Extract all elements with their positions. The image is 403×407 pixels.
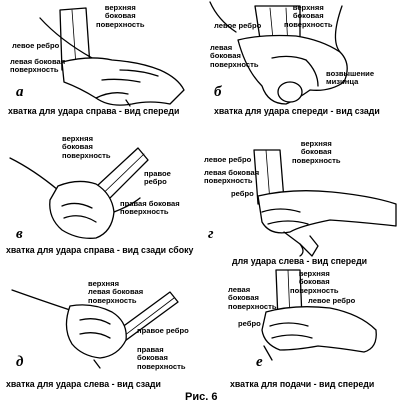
drawing-b	[209, 1, 348, 105]
panel-letter-e: д	[16, 354, 24, 370]
label-c-top-side: верхняя боковая поверхность	[62, 134, 111, 160]
label-d-edge: ребро	[231, 189, 254, 198]
label-e-right-edge: правое ребро	[137, 326, 189, 335]
caption-e: хватка для удара слева - вид сзади	[6, 379, 161, 389]
caption-f: хватка для подачи - вид спереди	[230, 379, 375, 389]
label-d-left-edge: левое ребро	[204, 155, 252, 164]
label-a-top-side: верхняя боковая поверхность	[96, 3, 145, 29]
label-e-right-side: правая боковая поверхность	[137, 345, 186, 371]
caption-d: для удара слева - вид спереди	[232, 256, 368, 266]
panel-letter-b: б	[214, 84, 222, 100]
drawing-a	[39, 7, 185, 107]
caption-c: хватка для удара справа - вид сзади сбок…	[6, 245, 194, 255]
label-d-top-side: верхняя боковая поверхность	[292, 139, 341, 165]
caption-a: хватка для удара справа - вид спереди	[8, 106, 180, 116]
panel-letter-c: в	[16, 226, 23, 242]
drawing-f	[261, 269, 377, 361]
label-c-right-side: правая боковая поверхность	[120, 199, 180, 217]
panel-letter-a: а	[16, 84, 24, 100]
label-e-top-side: верхняя левая боковая поверхность	[88, 279, 144, 305]
label-b-pinky-mound: возвышение мизинца	[326, 69, 375, 87]
panel-letter-d: г	[208, 226, 214, 242]
drawing-c	[9, 147, 149, 239]
panel-letter-f: е	[256, 354, 263, 370]
drawing-d	[253, 149, 397, 257]
label-c-right-edge: правое ребро	[144, 169, 171, 187]
label-b-left-edge: левое ребро	[214, 21, 262, 30]
drawing-e	[11, 289, 179, 369]
label-a-left-edge: левое ребро	[12, 41, 60, 50]
label-a-left-side: левая боковая поверхность	[10, 57, 66, 75]
label-f-top-side: верхняя боковая поверхность	[290, 269, 339, 295]
label-f-left-edge: левое ребро	[308, 296, 356, 305]
figure-title: Рис. 6	[185, 391, 218, 403]
label-f-left-side: левая боковая поверхность	[228, 285, 277, 311]
label-b-left-side: левая боковая поверхность	[210, 43, 259, 69]
label-d-left-side: левая боковая поверхность	[204, 168, 260, 186]
caption-b: хватка для удара спереди - вид сзади	[214, 106, 380, 116]
label-f-edge: ребро	[238, 319, 261, 328]
label-b-top-side: верхняя боковая поверхность	[284, 3, 333, 29]
